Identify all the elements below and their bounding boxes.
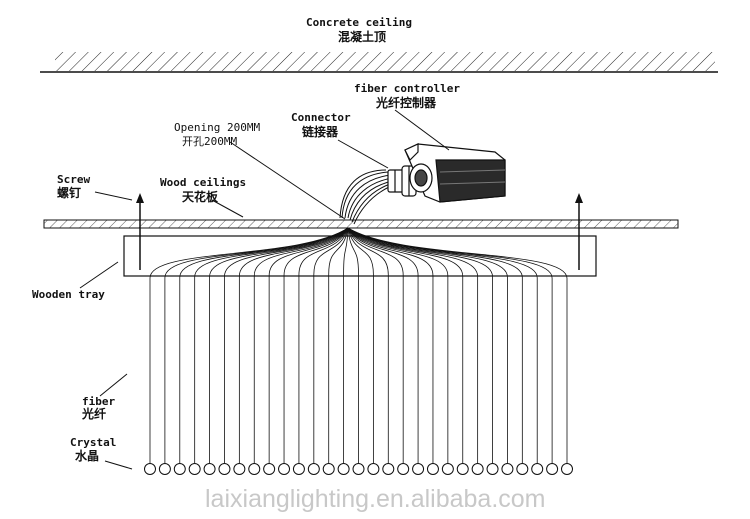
crystal <box>501 463 514 475</box>
fiber-strands <box>149 227 568 463</box>
crystal-row <box>144 463 573 475</box>
crystal <box>337 463 350 475</box>
crystal <box>546 463 559 475</box>
crystal <box>561 463 573 475</box>
crystal <box>188 463 201 475</box>
fiber-strand <box>343 227 349 463</box>
crystal <box>441 463 454 475</box>
wooden-tray <box>123 235 597 277</box>
crystal <box>352 463 365 475</box>
fiber-controller-label-en: fiber controller <box>354 82 460 95</box>
crystal <box>367 463 380 475</box>
crystal <box>322 463 335 475</box>
fiber-bundle <box>339 169 393 225</box>
crystal <box>203 463 216 475</box>
concrete-ceiling <box>40 52 718 73</box>
connector-label-cn: 链接器 <box>302 124 339 139</box>
fiber-strand <box>313 227 349 463</box>
fiber-strand <box>347 227 523 463</box>
fiber-strand <box>347 227 508 463</box>
fiber-strand <box>179 227 349 463</box>
crystal <box>263 463 276 475</box>
fiber-controller-label-cn: 光纤控制器 <box>375 95 437 110</box>
fiber-strand <box>283 227 349 463</box>
fiber-strand <box>347 227 568 463</box>
fiber-strand <box>268 227 349 463</box>
screw-right <box>575 193 583 270</box>
fiber-strand <box>209 227 349 463</box>
crystal <box>456 463 469 475</box>
wood-ceiling-label-cn: 天花板 <box>182 189 219 204</box>
fiber-strand <box>194 227 349 463</box>
crystal <box>307 463 320 475</box>
fiber-strand <box>224 227 349 463</box>
fiber-strand <box>347 227 374 463</box>
crystal <box>173 463 186 475</box>
fiber-strand <box>238 227 349 463</box>
fiber-strand <box>164 227 349 463</box>
crystal <box>292 463 305 475</box>
fiber-controller <box>404 143 506 203</box>
fiber-strand <box>347 227 434 463</box>
crystal <box>278 463 291 475</box>
watermark: laixianglighting.en.alibaba.com <box>205 485 546 513</box>
screw-label-en: Screw <box>57 173 90 186</box>
crystal-label-cn: 水晶 <box>75 448 99 463</box>
connector-label-en: Connector <box>291 111 351 124</box>
wood-ceiling-label-en: Wood ceilings <box>160 176 246 189</box>
fiber-label-en: fiber <box>82 395 115 408</box>
crystal <box>158 463 171 475</box>
fiber-strand <box>347 227 359 463</box>
concrete-ceiling-label-en: Concrete ceiling <box>306 16 412 29</box>
pointer-lines <box>79 109 450 470</box>
fiber-strand <box>298 227 349 463</box>
wooden-tray-label-en: Wooden tray <box>32 288 105 301</box>
screw-left <box>136 193 144 270</box>
crystal-label-en: Crystal <box>70 436 116 449</box>
wood-ceiling-board <box>43 219 679 229</box>
fiber-label-cn: 光纤 <box>81 406 106 421</box>
crystal <box>486 463 499 475</box>
fiber-strand <box>347 227 479 463</box>
fiber-strand <box>149 227 349 463</box>
fiber-strand <box>347 227 449 463</box>
fiber-strand <box>347 227 419 463</box>
fiber-strand <box>347 227 464 463</box>
fiber-strand <box>347 227 493 463</box>
fiber-strand <box>347 227 404 463</box>
crystal <box>248 463 261 475</box>
opening-label-en: Opening 200MM <box>174 121 260 134</box>
screw-label-cn: 螺钉 <box>57 185 81 200</box>
crystal <box>144 463 156 475</box>
crystal <box>382 463 395 475</box>
crystal <box>412 463 425 475</box>
crystal <box>218 463 231 475</box>
crystal <box>516 463 529 475</box>
crystal <box>471 463 484 475</box>
fiber-strand <box>347 227 389 463</box>
crystal <box>397 463 410 475</box>
concrete-ceiling-label-cn: 混凝土顶 <box>338 29 386 44</box>
crystal <box>531 463 544 475</box>
fiber-strand <box>328 227 349 463</box>
crystal <box>233 463 246 475</box>
fiber-strand <box>253 227 349 463</box>
opening-label-cn: 开孔200MM <box>182 135 237 148</box>
crystal <box>426 463 439 475</box>
